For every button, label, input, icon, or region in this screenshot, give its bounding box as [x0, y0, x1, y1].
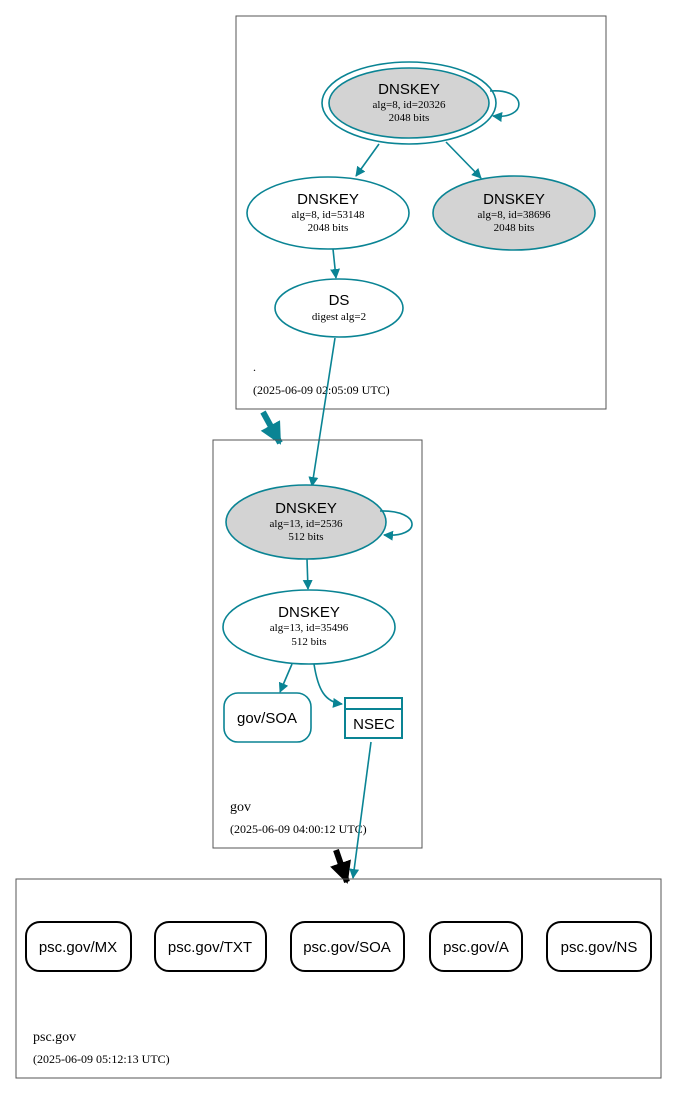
gov-zone: DNSKEY alg=13, id=2536 512 bits DNSKEY a…	[212, 439, 423, 849]
edge-zsk-to-ds	[330, 248, 341, 279]
root-zone-box	[235, 15, 607, 410]
nsec-node[interactable]: NSEC	[344, 697, 403, 739]
gov-zsk-node[interactable]: DNSKEY alg=13, id=35496 512 bits	[222, 589, 396, 665]
psc-zone-name: psc.gov	[33, 1030, 76, 1045]
edge-nsec-to-psc	[349, 741, 372, 879]
edge-ds-to-gov-ksk	[308, 337, 336, 487]
root-zone-timestamp: (2025-06-09 02:05:09 UTC)	[253, 383, 390, 397]
ds-node[interactable]: DS digest alg=2	[274, 278, 404, 338]
psc-record-mx[interactable]: psc.gov/MX	[25, 921, 132, 972]
psc-record-ns[interactable]: psc.gov/NS	[546, 921, 652, 972]
ds-detail: digest alg=2	[312, 311, 366, 323]
root-ksk-detail: alg=8, id=20326	[373, 99, 446, 111]
psc-record-txt-label: psc.gov/TXT	[168, 939, 252, 956]
psc-record-txt[interactable]: psc.gov/TXT	[154, 921, 267, 972]
nsec-label: NSEC	[353, 716, 395, 733]
root-ksk-self-edge	[489, 90, 520, 122]
root-key3-type: DNSKEY	[483, 191, 545, 208]
root-key3-detail: alg=8, id=38696	[478, 209, 551, 221]
gov-zsk-type: DNSKEY	[278, 604, 340, 621]
root-zsk-detail: alg=8, id=53148	[292, 209, 365, 221]
root-ksk-type: DNSKEY	[378, 81, 440, 98]
gov-ksk-size: 512 bits	[288, 531, 323, 543]
root-key3-size: 2048 bits	[494, 222, 535, 234]
edge-gov-zsk-to-nsec	[313, 663, 343, 708]
gov-ksk-node[interactable]: DNSKEY alg=13, id=2536 512 bits	[225, 484, 387, 560]
gov-ksk-detail: alg=13, id=2536	[270, 518, 343, 530]
gov-zone-timestamp: (2025-06-09 04:00:12 UTC)	[230, 822, 367, 836]
ds-type: DS	[329, 292, 350, 309]
gov-soa-node[interactable]: gov/SOA	[223, 692, 312, 743]
gov-soa-label: gov/SOA	[237, 710, 297, 727]
edge-ksk-to-key3	[445, 141, 482, 179]
edge-ksk-to-zsk	[355, 143, 380, 177]
gov-zone-box	[212, 439, 423, 849]
root-ksk-node[interactable]: DNSKEY alg=8, id=20326 2048 bits	[321, 61, 497, 145]
root-zsk-size: 2048 bits	[308, 222, 349, 234]
psc-record-soa[interactable]: psc.gov/SOA	[290, 921, 405, 972]
root-ksk-size: 2048 bits	[389, 112, 430, 124]
psc-zone-box	[15, 878, 662, 1079]
root-zone: DNSKEY alg=8, id=20326 2048 bits DNSKEY …	[235, 15, 607, 410]
psc-record-ns-label: psc.gov/NS	[561, 939, 638, 956]
psc-record-soa-label: psc.gov/SOA	[303, 939, 391, 956]
gov-ksk-self-edge	[379, 510, 413, 541]
gov-zsk-detail: alg=13, id=35496	[270, 622, 349, 634]
delegation-gov-to-psc	[330, 849, 351, 884]
delegation-root-to-gov	[260, 410, 283, 445]
psc-record-a-label: psc.gov/A	[443, 939, 509, 956]
root-zsk-type: DNSKEY	[297, 191, 359, 208]
gov-ksk-type: DNSKEY	[275, 500, 337, 517]
gov-zsk-size: 512 bits	[291, 636, 326, 648]
root-zsk-node[interactable]: DNSKEY alg=8, id=53148 2048 bits	[246, 176, 410, 250]
root-zone-name: .	[253, 360, 256, 374]
edge-gov-ksk-to-zsk	[302, 558, 313, 590]
psc-zone-timestamp: (2025-06-09 05:12:13 UTC)	[33, 1052, 170, 1066]
root-key3-node[interactable]: DNSKEY alg=8, id=38696 2048 bits	[432, 175, 596, 251]
gov-zone-name: gov	[230, 800, 251, 815]
psc-zone: psc.gov/MX psc.gov/TXT psc.gov/SOA psc.g…	[15, 878, 662, 1079]
edge-gov-zsk-to-soa	[278, 663, 293, 693]
psc-record-a[interactable]: psc.gov/A	[429, 921, 523, 972]
psc-record-mx-label: psc.gov/MX	[39, 939, 117, 956]
